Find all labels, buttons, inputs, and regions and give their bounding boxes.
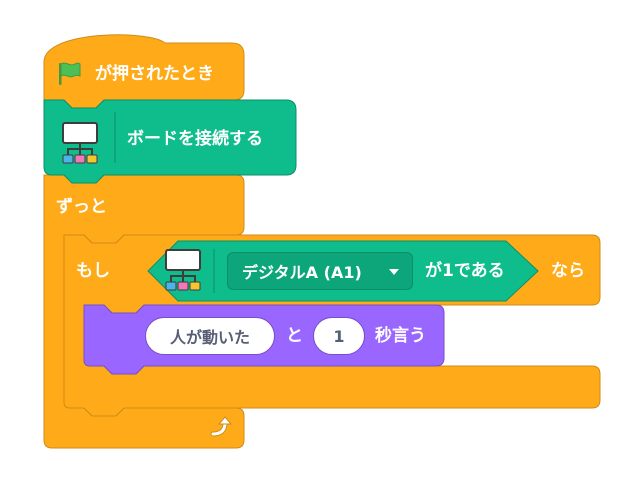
loop-arrow-icon xyxy=(210,416,233,437)
then-label: なら xyxy=(551,261,585,281)
chevron-down-icon xyxy=(389,269,399,275)
condition-label: が1である xyxy=(425,261,505,281)
board-icon xyxy=(165,249,201,291)
message-input[interactable]: 人が動いた xyxy=(145,317,275,355)
connect-label: ボードを接続する xyxy=(127,129,263,149)
pin-dropdown-value: デジタルA (A1) xyxy=(242,263,362,282)
board-icon xyxy=(62,122,98,164)
seconds-input[interactable]: 1 xyxy=(313,317,365,355)
seconds-input-value: 1 xyxy=(333,326,345,346)
say-tail-label: 秒言う xyxy=(375,326,426,346)
if-label: もし xyxy=(76,261,110,281)
connect-board-block[interactable] xyxy=(43,99,297,184)
say-and-label: と xyxy=(286,326,303,346)
hat-label: が押されたとき xyxy=(95,64,214,84)
forever-label: ずっと xyxy=(56,197,107,217)
pin-dropdown[interactable]: デジタルA (A1) xyxy=(227,252,413,290)
green-flag-icon xyxy=(59,62,81,85)
message-input-value: 人が動いた xyxy=(169,328,250,347)
